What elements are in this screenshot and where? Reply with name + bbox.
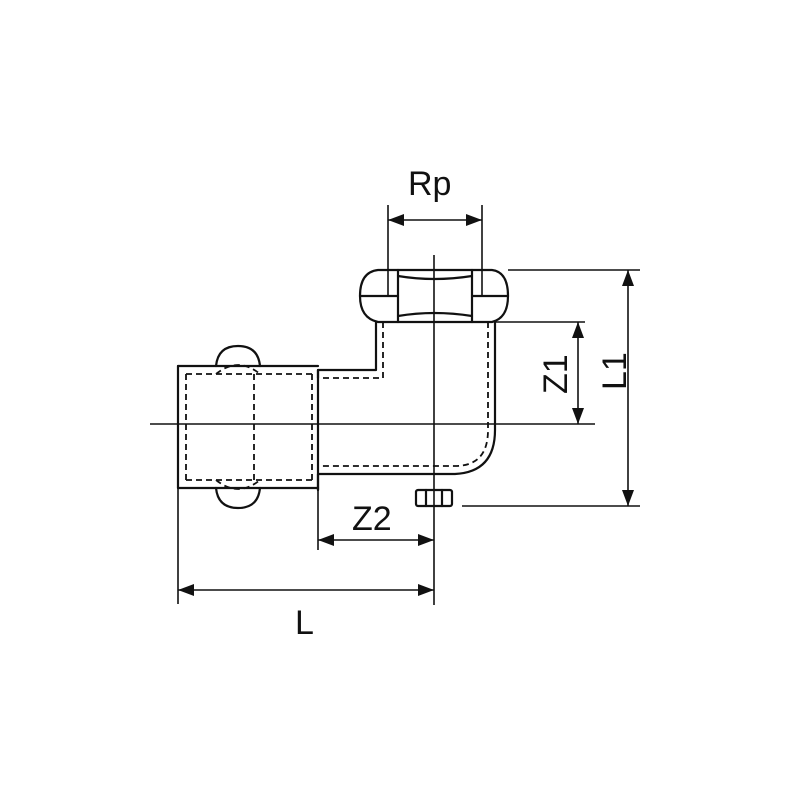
- press-socket: [176, 344, 320, 510]
- rp-dimension: Rp: [387, 165, 483, 296]
- l-dimension: L: [177, 488, 434, 642]
- l1-dimension: L1: [462, 269, 640, 507]
- l1-label: L1: [596, 352, 634, 390]
- hex-nut: [358, 268, 510, 324]
- z2-dimension: Z2: [317, 490, 434, 550]
- drain-nipple: [414, 488, 454, 508]
- l-label: L: [295, 604, 314, 642]
- elbow-body: [316, 320, 497, 492]
- rp-label: Rp: [408, 165, 451, 203]
- z2-label: Z2: [352, 500, 392, 538]
- z1-label: Z1: [537, 354, 575, 394]
- z1-dimension: Z1: [495, 321, 585, 424]
